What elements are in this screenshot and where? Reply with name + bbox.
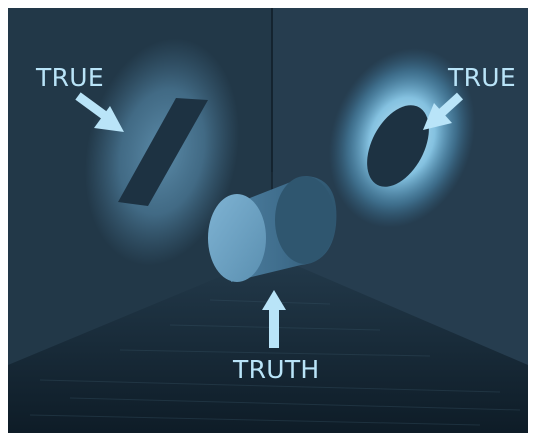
label-true-right: TRUE — [447, 63, 516, 92]
label-truth: TRUTH — [232, 355, 320, 384]
label-true-left: TRUE — [35, 63, 104, 92]
